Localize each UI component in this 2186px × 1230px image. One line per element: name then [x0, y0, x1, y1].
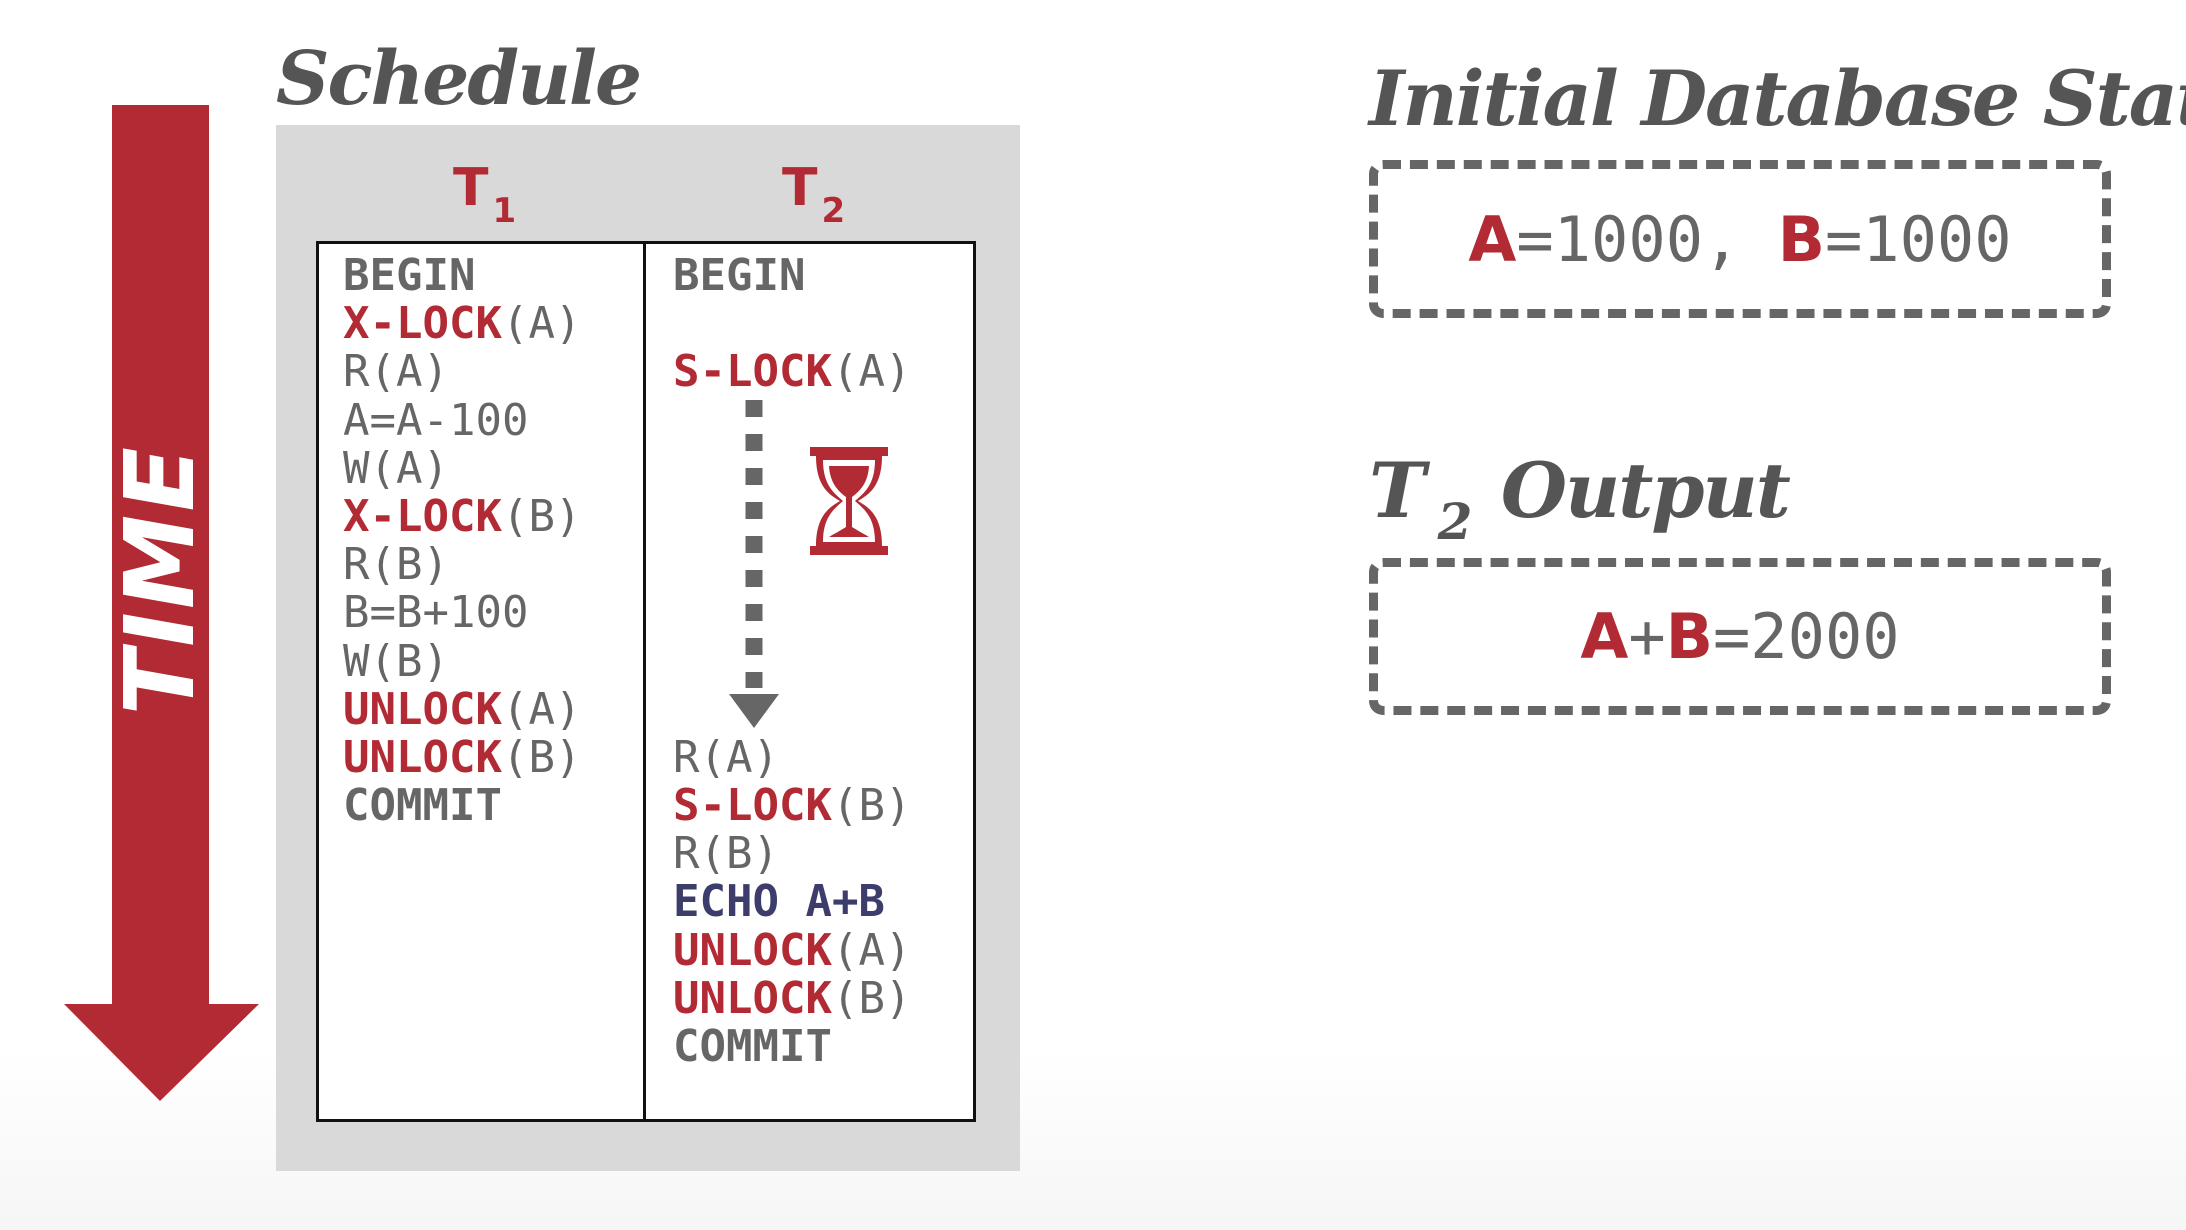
operation-line — [673, 397, 911, 445]
operation-line: R(A) — [673, 731, 911, 783]
operation-line — [673, 589, 911, 637]
operation-line: UNLOCK(B) — [673, 972, 912, 1024]
operation-text: BEGIN — [673, 250, 806, 301]
operation-line: COMMIT — [343, 780, 581, 832]
operation-text: B=B+100 — [343, 587, 529, 639]
time-arrow — [64, 105, 259, 1101]
output-title-rest: Output — [1476, 446, 1791, 535]
t2-name: T — [782, 158, 818, 218]
lock-keyword: UNLOCK — [673, 972, 832, 1024]
operation-line: BEGIN — [673, 250, 911, 301]
operation-text: BEGIN — [343, 250, 476, 301]
operation-text: (B) — [501, 731, 582, 783]
operation-text: W(B) — [343, 635, 449, 687]
operation-line: X-LOCK(A) — [343, 300, 581, 348]
var-a: A — [1580, 600, 1629, 673]
operation-line: UNLOCK(B) — [343, 731, 582, 783]
initial-state-box: A=1000, B=1000 — [1369, 160, 2111, 318]
operation-line: UNLOCK(A) — [673, 924, 912, 976]
lock-keyword: UNLOCK — [343, 731, 502, 783]
operation-text: (A) — [501, 683, 582, 735]
operation-text: W(A) — [343, 442, 449, 494]
var-a: A — [1468, 202, 1517, 276]
output-title-t: T — [1369, 446, 1426, 535]
wait-arrow — [729, 400, 779, 728]
lock-keyword: S-LOCK — [673, 346, 832, 398]
operation-line: S-LOCK(A) — [673, 348, 911, 396]
operation-line: UNLOCK(A) — [343, 683, 582, 735]
operation-line: BEGIN — [343, 250, 581, 301]
var-b: B — [1777, 202, 1825, 276]
operation-text: A=A-100 — [343, 394, 529, 446]
lock-keyword: S-LOCK — [673, 780, 832, 832]
operation-text: (B) — [831, 972, 912, 1024]
var-b: B — [1665, 600, 1713, 673]
operation-line: A=A-100 — [343, 394, 581, 446]
hourglass-icon — [810, 447, 888, 555]
operation-text: COMMIT — [343, 780, 502, 832]
operation-line: W(B) — [343, 635, 581, 687]
value-b: =1000 — [1824, 202, 2012, 276]
operation-text: (A) — [831, 346, 912, 398]
operation-line: S-LOCK(B) — [673, 780, 912, 832]
operation-text: ECHO A+B — [673, 876, 885, 928]
lock-keyword: X-LOCK — [343, 298, 502, 350]
initial-state-title: Initial Database State — [1369, 54, 2186, 143]
operation-line: B=B+100 — [343, 589, 581, 637]
operation-line: X-LOCK(B) — [343, 490, 582, 542]
operation-text: R(A) — [343, 346, 449, 398]
output-value: =2000 — [1712, 600, 1900, 673]
plus: + — [1628, 600, 1666, 673]
column-divider — [643, 241, 646, 1122]
output-title-sub: 2 — [1437, 492, 1473, 551]
value-a: =1000, — [1516, 202, 1778, 276]
operation-line — [673, 638, 911, 686]
operation-line: R(A) — [343, 348, 581, 396]
operation-line — [673, 686, 911, 734]
operation-line: ECHO A+B — [673, 878, 911, 926]
operation-line: R(B) — [343, 541, 581, 589]
operation-text: (A) — [831, 924, 912, 976]
output-box: A+B=2000 — [1369, 558, 2111, 715]
operation-line: W(A) — [343, 442, 581, 494]
t2-sub: 2 — [821, 191, 846, 231]
t1-name: T — [453, 158, 489, 218]
operation-text: R(B) — [343, 539, 449, 591]
schedule-title: Schedule — [276, 36, 642, 122]
operation-line: R(B) — [673, 830, 911, 878]
schedule-table — [316, 241, 976, 1122]
operation-line: COMMIT — [673, 1021, 911, 1072]
operation-text: R(A) — [673, 731, 779, 783]
operation-text: COMMIT — [673, 1021, 832, 1072]
operation-text: R(B) — [673, 828, 779, 880]
lock-keyword: UNLOCK — [343, 683, 502, 735]
operation-text: (A) — [501, 298, 582, 350]
operation-text: (B) — [501, 490, 582, 542]
lock-keyword: X-LOCK — [343, 490, 502, 542]
operation-text: (B) — [831, 780, 912, 832]
time-label: TIME — [104, 434, 216, 726]
operation-line — [673, 300, 911, 348]
lock-keyword: UNLOCK — [673, 924, 832, 976]
t1-sub: 1 — [492, 191, 517, 231]
